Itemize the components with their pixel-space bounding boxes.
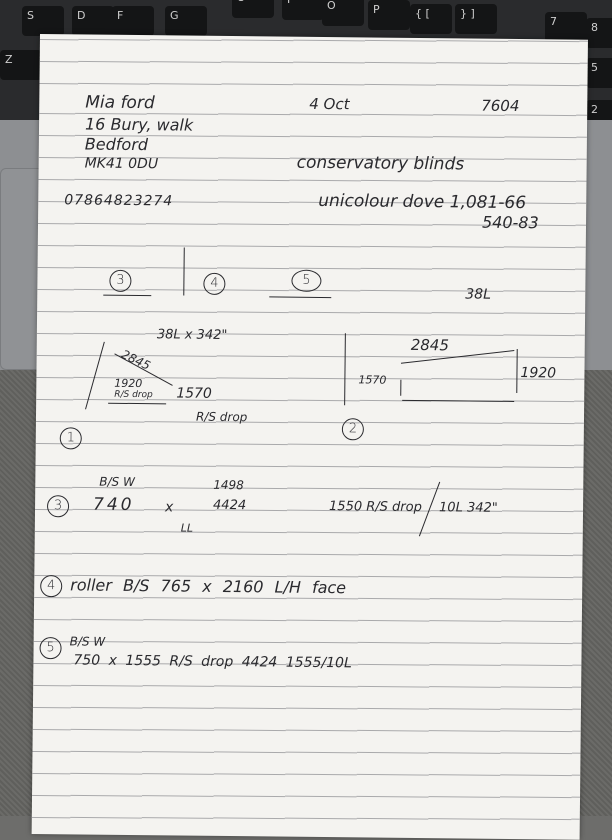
lined-paper: Mia ford 16 Bury, walk Bedford MK41 0DU …	[31, 34, 588, 840]
diagram1-size: 38L x 342"	[156, 327, 228, 343]
diagram1-slope-label: 2845	[119, 347, 153, 373]
arrow-down-icon	[183, 247, 186, 296]
item5-label: B/S W	[69, 634, 106, 649]
key: I	[282, 0, 324, 20]
second-price: 540-83	[481, 212, 539, 233]
key: D	[72, 6, 114, 36]
date: 4 Oct	[309, 94, 350, 114]
address-line2: Bedford	[84, 134, 149, 155]
key: } ]	[455, 4, 497, 34]
item3-number: 3	[46, 494, 70, 518]
item4-text: roller B/S 765 x 2160 L/H face	[70, 575, 347, 598]
diagram2-base	[402, 399, 515, 403]
item3-width: 740	[92, 494, 135, 516]
postcode: MK41 0DU	[84, 155, 159, 173]
diagram1-left-sub: R/S drop	[114, 389, 153, 401]
underline	[269, 296, 332, 299]
item5-number: 5	[39, 636, 62, 660]
key: Z	[0, 50, 42, 80]
phone-number: 07864823274	[64, 192, 174, 210]
slash	[418, 481, 441, 537]
key: G	[165, 6, 207, 36]
marker-4: 4	[203, 272, 226, 295]
key: 8	[586, 18, 612, 48]
item3-drop: 1550 R/S drop	[328, 499, 422, 516]
diagram1-base	[108, 402, 167, 405]
key: 5	[586, 58, 612, 88]
diagram1-left: 1920	[114, 376, 143, 391]
customer-name: Mia ford	[85, 92, 155, 114]
diagram1-right: 1570	[176, 385, 212, 402]
key: F	[112, 6, 154, 36]
address-line1: 16 Bury, walk	[84, 114, 194, 135]
job-description: conservatory blinds	[296, 152, 465, 175]
item3-ll: LL	[180, 521, 194, 535]
diagram1-number: 1	[59, 426, 82, 450]
underline	[103, 294, 152, 297]
product-price: unicolour dove 1,081-66	[318, 190, 527, 214]
reference-number: 7604	[481, 96, 520, 116]
item4-number: 4	[40, 574, 63, 598]
diagram1-wall	[85, 341, 106, 410]
marker-38l: 38L	[465, 286, 492, 303]
key: { [	[410, 4, 452, 34]
marker-5: 5	[291, 269, 322, 292]
item5-text: 750 x 1555 R/S drop 4424 1555/10L	[73, 652, 352, 672]
key: 7	[545, 12, 587, 42]
diagram2-right: 1920	[520, 365, 557, 382]
item3-alt-top: 1498	[213, 477, 244, 493]
diagram2-left: 1570	[358, 373, 387, 387]
diagram1-right-sub: R/S drop	[195, 409, 248, 425]
diagram2-number: 2	[341, 417, 364, 441]
item3-label: B/S W	[99, 474, 135, 490]
marker-3: 3	[109, 269, 132, 292]
key: O	[322, 0, 364, 26]
key: S	[22, 6, 64, 36]
diagram2-wall	[344, 333, 347, 406]
diagram2-right-edge	[516, 349, 519, 394]
item3-x: x	[164, 499, 174, 516]
key: U	[232, 0, 274, 18]
item3-alt: 4424	[212, 497, 247, 514]
key: P	[368, 0, 410, 30]
item3-fabric: 10L 342"	[438, 500, 498, 516]
diagram2-slope-label: 2845	[410, 335, 450, 355]
diagram2-left-edge	[400, 379, 402, 396]
